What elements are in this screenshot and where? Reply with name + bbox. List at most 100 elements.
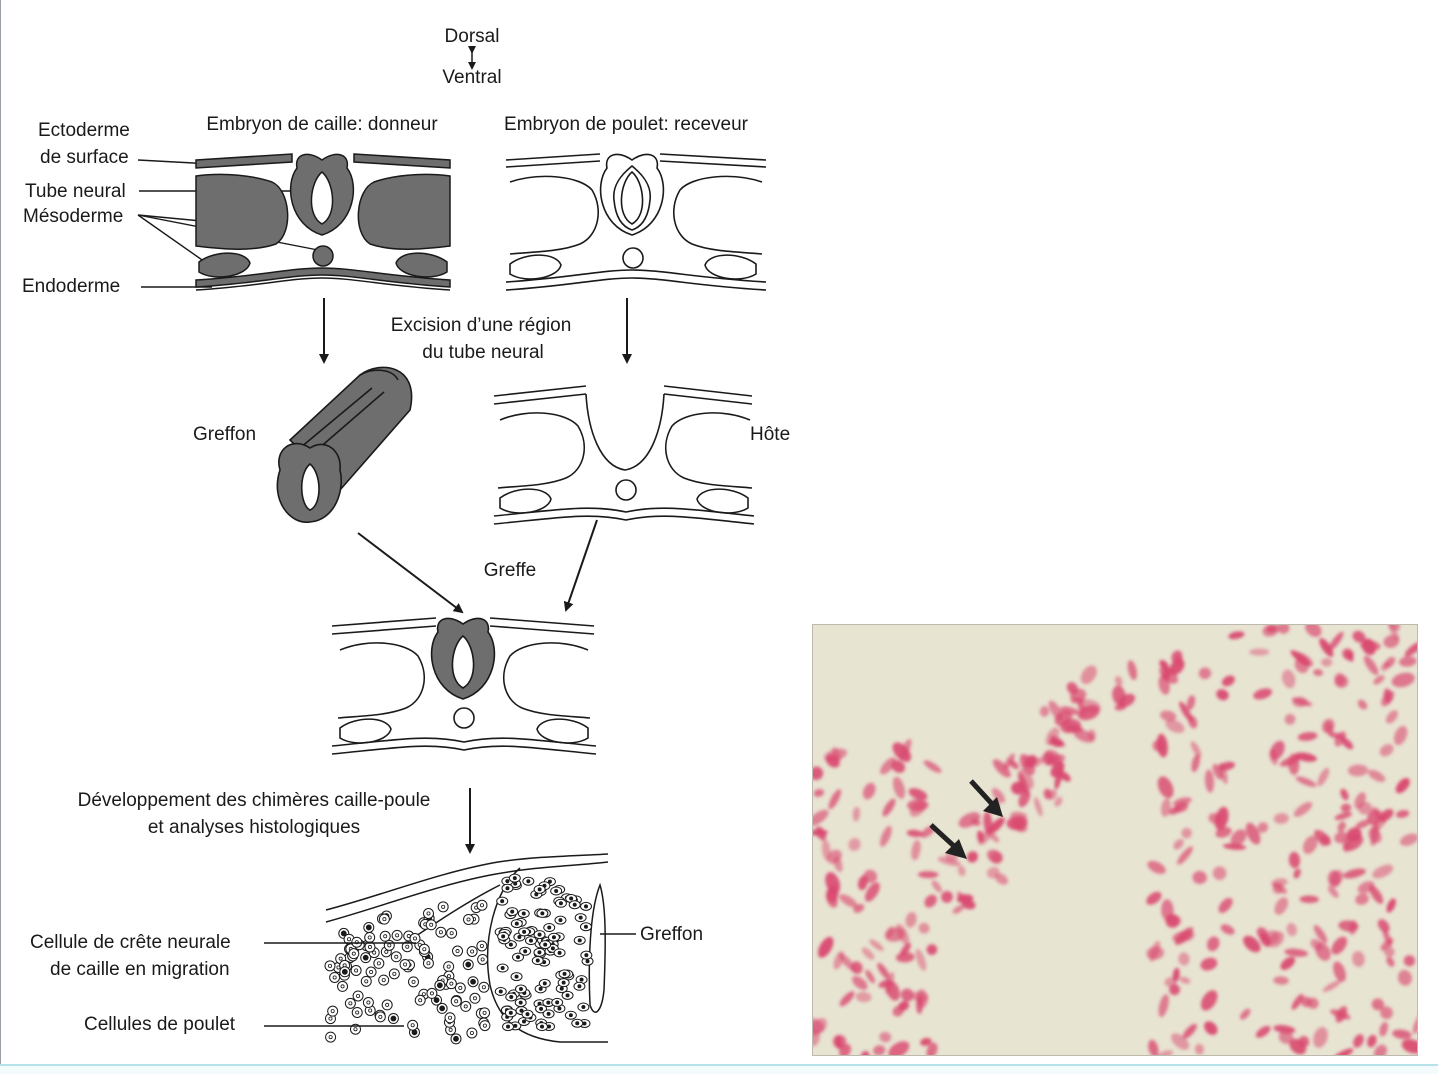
stained-nucleus xyxy=(1293,802,1313,817)
stained-nucleus xyxy=(1367,769,1386,782)
quail-cell xyxy=(547,932,560,942)
stained-nucleus xyxy=(966,851,979,863)
stained-nucleus xyxy=(813,766,824,781)
stained-nucleus xyxy=(1328,732,1346,740)
quail-cell xyxy=(564,1010,577,1020)
chick-cell xyxy=(450,995,462,1007)
chick-cell xyxy=(437,901,449,913)
stained-nucleus xyxy=(1292,696,1308,708)
stained-nucleus xyxy=(988,817,1005,834)
stained-nucleus xyxy=(1345,651,1354,662)
stained-nucleus xyxy=(1255,1025,1271,1038)
stained-nucleus xyxy=(924,894,937,908)
stained-nucleus xyxy=(880,757,896,775)
stained-nucleus xyxy=(1379,1021,1389,1037)
stained-nucleus xyxy=(1286,923,1297,937)
chick-cell xyxy=(408,976,420,988)
chick-cell xyxy=(351,1006,363,1018)
chick-cell xyxy=(444,1012,456,1024)
stained-nucleus xyxy=(861,947,875,960)
stained-nucleus xyxy=(1291,994,1304,1010)
stained-nucleus xyxy=(1313,669,1324,677)
chick-cell xyxy=(379,930,391,942)
chick-cell xyxy=(390,951,402,963)
stained-nucleus xyxy=(1347,764,1369,777)
stained-nucleus xyxy=(1370,824,1380,846)
stained-nucleus xyxy=(1340,803,1352,813)
stained-nucleus xyxy=(1179,701,1193,722)
stained-nucleus xyxy=(1048,700,1064,721)
quail-cell xyxy=(501,883,514,893)
donor-title: Embryon de caille: donneur xyxy=(206,114,438,135)
stained-nucleus xyxy=(1334,811,1353,821)
chick-cell xyxy=(352,990,364,1002)
stained-nucleus xyxy=(1009,760,1019,770)
stained-nucleus xyxy=(1288,753,1300,776)
stained-nucleus xyxy=(1395,777,1410,794)
stained-nucleus xyxy=(1355,893,1369,905)
quail-donor-embryo xyxy=(195,153,451,291)
stained-nucleus xyxy=(1146,891,1162,905)
stained-nucleus xyxy=(1412,1012,1417,1034)
stained-nucleus xyxy=(1207,936,1220,952)
quail-cell xyxy=(574,913,587,923)
stained-nucleus xyxy=(937,856,961,867)
chick-cell xyxy=(426,987,438,999)
stained-nucleus xyxy=(992,759,1011,778)
stained-nucleus xyxy=(1299,895,1319,904)
stained-nucleus xyxy=(1160,710,1177,722)
stained-nucleus xyxy=(983,811,993,834)
left-border xyxy=(0,0,1,1064)
stained-nucleus xyxy=(916,995,924,1014)
chick-cell xyxy=(383,939,395,951)
stained-nuclei xyxy=(813,625,1417,1055)
stained-nucleus xyxy=(918,922,930,934)
chick-cell xyxy=(374,1011,386,1023)
stained-nucleus xyxy=(1363,655,1379,676)
chick-cell xyxy=(467,976,479,988)
stained-nucleus xyxy=(1200,990,1218,1011)
stained-nucleus xyxy=(891,760,906,774)
stained-nucleus xyxy=(1310,938,1323,951)
quail-cell xyxy=(533,884,546,894)
stained-nucleus xyxy=(1077,699,1086,717)
dorsal-label: Dorsal xyxy=(445,26,500,47)
quail-cell xyxy=(505,992,518,1002)
stained-nucleus xyxy=(1243,935,1261,953)
stained-nucleus xyxy=(892,776,906,799)
stained-nucleus xyxy=(813,1018,827,1036)
quail-cell xyxy=(535,1004,548,1014)
stained-nucleus xyxy=(1332,1048,1354,1055)
stained-nucleus xyxy=(1284,948,1309,957)
stained-nucleus xyxy=(1337,821,1346,833)
neural-tube-label: Tube neural xyxy=(25,181,126,202)
stained-nucleus xyxy=(956,894,974,904)
stained-nucleus xyxy=(1182,1023,1197,1039)
micrograph-drawing xyxy=(813,625,1417,1055)
stained-nucleus xyxy=(1054,796,1063,807)
stained-nucleus xyxy=(865,969,876,984)
quail-cell xyxy=(551,997,564,1007)
stained-nucleus xyxy=(839,1043,852,1055)
quail-cell xyxy=(568,900,581,910)
stained-nucleus xyxy=(1284,713,1296,725)
ventral-label: Ventral xyxy=(442,67,501,88)
stained-nucleus xyxy=(1335,1006,1348,1023)
stained-nucleus xyxy=(1172,967,1180,982)
histology-section xyxy=(325,853,609,1043)
chick-cell xyxy=(454,982,466,994)
stained-nucleus xyxy=(1073,729,1095,743)
quail-cell xyxy=(577,1002,590,1012)
quail-cell xyxy=(494,986,507,996)
stained-nucleus xyxy=(1399,656,1417,667)
chick-cell xyxy=(443,961,455,973)
quail-chick-graft-diagram: Dorsal Ventral Embryon de caille: donneu… xyxy=(22,26,790,1045)
stained-nucleus xyxy=(1048,789,1057,800)
stained-nucleus xyxy=(1303,835,1318,854)
stained-nucleus xyxy=(1177,846,1193,865)
stained-nucleus xyxy=(1173,839,1184,850)
stained-nucleus xyxy=(978,829,992,845)
stained-nucleus xyxy=(1215,827,1232,838)
stained-nucleus xyxy=(1171,1033,1190,1050)
stained-nucleus xyxy=(1221,675,1235,687)
